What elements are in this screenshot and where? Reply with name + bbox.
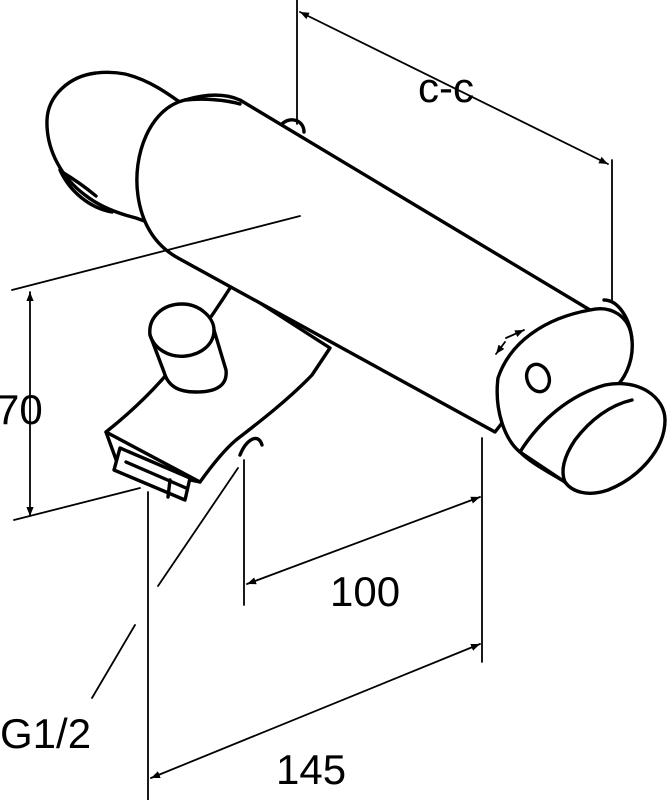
thread-leader-line bbox=[91, 624, 136, 699]
width-dimension-line bbox=[150, 643, 481, 779]
rotation-arrows bbox=[505, 329, 525, 339]
collar-button bbox=[524, 362, 552, 394]
dimension-lines bbox=[11, 0, 613, 800]
thread-label: G1/2 bbox=[0, 710, 91, 757]
center-distance-label: 100 bbox=[330, 568, 400, 615]
cc-dimension-line bbox=[299, 11, 609, 165]
center-dimension-line bbox=[246, 496, 481, 585]
diverter-knob bbox=[148, 302, 228, 394]
faucet-body bbox=[45, 70, 667, 502]
right-handle bbox=[518, 381, 667, 495]
main-body-cylinder bbox=[135, 93, 592, 434]
width-label: 145 bbox=[276, 746, 346, 793]
cc-label: c-c bbox=[418, 64, 474, 111]
height-label: 70 bbox=[0, 386, 43, 433]
